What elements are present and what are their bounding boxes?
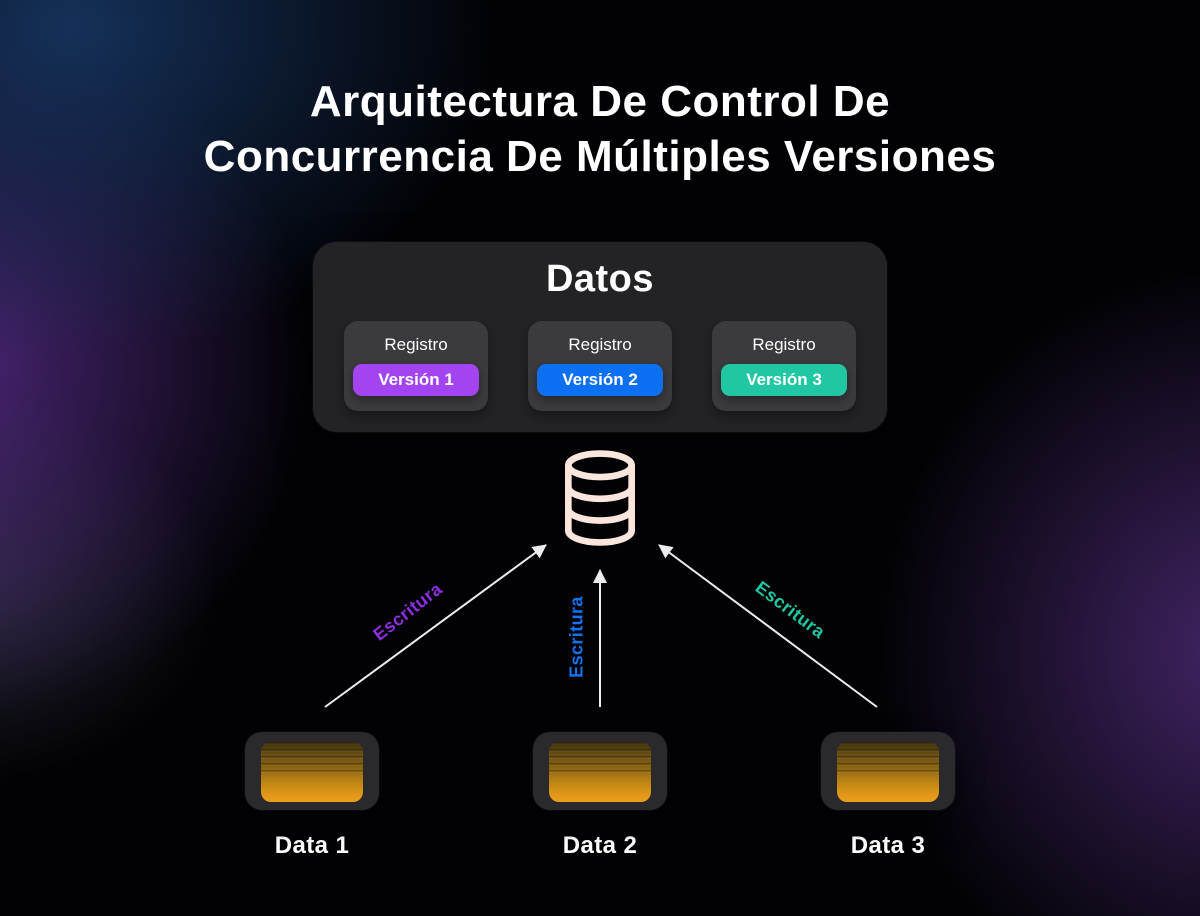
data-node-3: Data 3 — [821, 732, 955, 860]
data-node-2: Data 2 — [533, 732, 667, 860]
data-node-1: Data 1 — [245, 732, 379, 860]
record-label: Registro — [384, 335, 448, 354]
version-badge-1: Versión 1 — [353, 364, 479, 396]
version-badge-3: Versión 3 — [721, 364, 847, 396]
page-title-line2: Concurrencia De Múltiples Versiones — [203, 132, 997, 181]
datos-panel: Datos Registro Versión 1 Registro Versió… — [313, 242, 887, 432]
version-badge-2: Versión 2 — [537, 364, 663, 396]
page-title-line1: Arquitectura De Control De — [309, 77, 891, 126]
records-row: Registro Versión 1 Registro Versión 2 Re… — [313, 321, 887, 411]
data-node-label-3: Data 3 — [850, 832, 926, 859]
data-box-icon — [245, 732, 379, 810]
record-card-3: Registro Versión 3 — [712, 321, 856, 411]
stacked-layers-icon — [549, 742, 651, 802]
record-label: Registro — [752, 335, 816, 354]
stacked-layers-icon — [261, 742, 363, 802]
arrow-data3-to-db — [658, 544, 878, 708]
data-box-icon — [821, 732, 955, 810]
data-node-label-2: Data 2 — [562, 832, 638, 859]
page-title: Arquitectura De Control De Concurrencia … — [0, 74, 1200, 184]
data-box-icon — [533, 732, 667, 810]
write-label-2: Escritura — [566, 596, 587, 678]
record-label: Registro — [568, 335, 632, 354]
arrow-data1-to-db — [324, 544, 547, 708]
stacked-layers-icon — [837, 742, 939, 802]
record-card-2: Registro Versión 2 — [528, 321, 672, 411]
datos-panel-title: Datos — [545, 258, 655, 300]
database-icon — [565, 450, 635, 546]
data-node-label-1: Data 1 — [274, 832, 350, 859]
write-label-1: Escritura — [369, 578, 447, 645]
write-label-3: Escritura — [751, 577, 829, 643]
record-card-1: Registro Versión 1 — [344, 321, 488, 411]
